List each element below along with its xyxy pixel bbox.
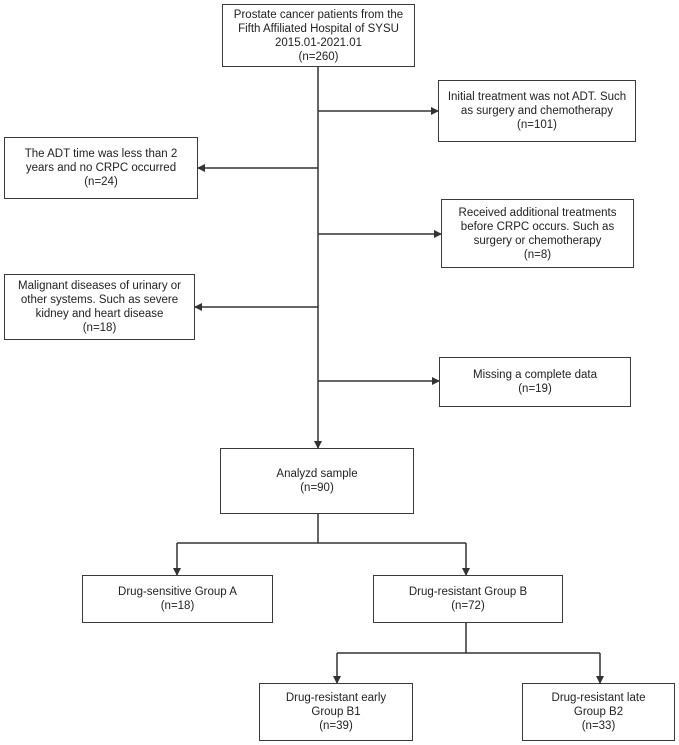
group-b1-line-1: Drug-resistant early xyxy=(285,692,387,704)
malignant-line-3: kidney and heart disease xyxy=(35,308,164,320)
adt-time-line-1: The ADT time was less than 2 xyxy=(24,148,178,160)
start-population-box: Prostate cancer patients from the Fifth … xyxy=(222,4,415,67)
group-a-label: Drug-sensitive Group A xyxy=(118,586,237,598)
start-line-2: Fifth Affiliated Hospital of SYSU xyxy=(238,22,399,35)
additional-line-1: Received additional treatments xyxy=(458,206,617,219)
malignant-count: (n=18) xyxy=(82,322,117,334)
missing-count: (n=19) xyxy=(518,383,552,395)
not-adt-line-1: Initial treatment was not ADT. Such xyxy=(447,91,627,103)
malignant-line-2: other systems. Such as severe xyxy=(20,294,179,306)
start-line-3: 2015.01-2021.01 xyxy=(275,36,362,49)
analyzed-count: (n=90) xyxy=(300,482,334,494)
adt-time-line-2: years and no CRPC occurred xyxy=(25,162,177,174)
group-b2-line-2: Group B2 xyxy=(573,706,624,718)
group-b-box: Drug-resistant Group B (n=72) xyxy=(373,575,563,623)
group-b2-box: Drug-resistant late Group B2 (n=33) xyxy=(522,683,675,741)
exclusion-additional-treatment-box: Received additional treatments before CR… xyxy=(441,199,634,268)
missing-line-1: Missing a complete data xyxy=(472,369,597,381)
exclusion-adt-time-box: The ADT time was less than 2 years and n… xyxy=(4,137,198,199)
group-b2-count: (n=33) xyxy=(581,720,616,732)
exclusion-malignant-box: Malignant diseases of urinary or other s… xyxy=(4,274,195,340)
analyzed-sample-box: Analyzd sample (n=90) xyxy=(220,448,414,514)
group-a-count: (n=18) xyxy=(160,600,195,612)
analyzed-label: Analyzd sample xyxy=(276,468,358,480)
group-b1-box: Drug-resistant early Group B1 (n=39) xyxy=(259,683,413,741)
group-b2-line-1: Drug-resistant late xyxy=(551,692,646,704)
additional-line-2: before CRPC occurs. Such as xyxy=(460,220,615,233)
additional-line-3: surgery or chemotherapy xyxy=(473,234,602,247)
adt-time-count: (n=24) xyxy=(84,176,118,188)
group-b-label: Drug-resistant Group B xyxy=(408,586,528,598)
group-b-count: (n=72) xyxy=(451,600,485,612)
start-line-1: Prostate cancer patients from the xyxy=(233,8,404,21)
group-b1-line-2: Group B1 xyxy=(311,706,361,718)
group-a-box: Drug-sensitive Group A (n=18) xyxy=(82,575,273,623)
exclusion-not-adt-box: Initial treatment was not ADT. Such as s… xyxy=(438,80,636,142)
group-b1-count: (n=39) xyxy=(319,720,353,732)
additional-count: (n=8) xyxy=(523,248,552,261)
exclusion-missing-data-box: Missing a complete data (n=19) xyxy=(439,357,631,407)
malignant-line-1: Malignant diseases of urinary or xyxy=(18,280,181,292)
not-adt-line-2: as surgery and chemotherapy xyxy=(460,105,614,117)
start-count: (n=260) xyxy=(298,50,339,63)
not-adt-count: (n=101) xyxy=(517,119,557,131)
